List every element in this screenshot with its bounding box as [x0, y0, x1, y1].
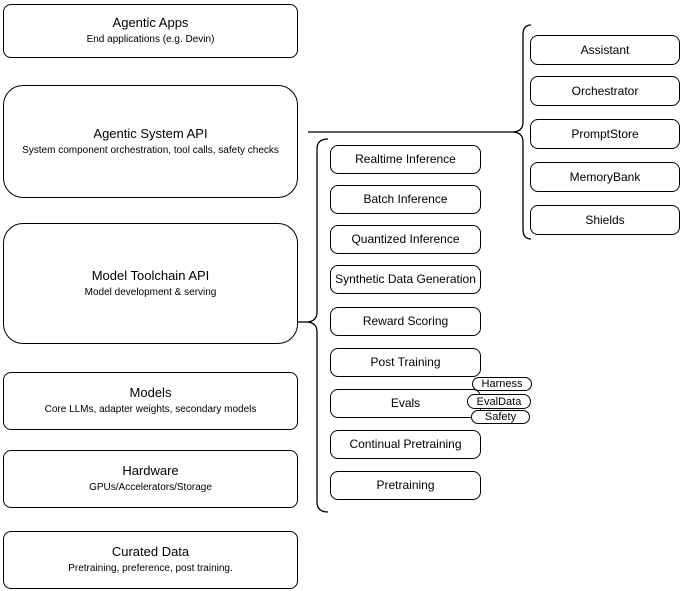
- node-evals: Evals: [330, 389, 481, 418]
- node-assistant: Assistant: [530, 35, 680, 65]
- node-reward-scoring: Reward Scoring: [330, 307, 481, 336]
- node-label: Realtime Inference: [355, 152, 456, 166]
- system-components-brace: [511, 24, 532, 240]
- node-quantized-inference: Quantized Inference: [330, 225, 481, 254]
- node-subtitle: GPUs/Accelerators/Storage: [89, 482, 212, 494]
- node-post-training: Post Training: [330, 348, 481, 377]
- node-label: Orchestrator: [571, 83, 639, 98]
- node-synthetic-data-generation: Synthetic Data Generation: [330, 265, 481, 294]
- node-label: MemoryBank: [569, 169, 641, 184]
- node-continual-pretraining: Continual Pretraining: [330, 430, 481, 459]
- node-title: Curated Data: [111, 544, 190, 560]
- node-models: Models Core LLMs, adapter weights, secon…: [3, 372, 298, 430]
- node-subtitle: Pretraining, preference, post training.: [68, 563, 233, 575]
- node-curated-data: Curated Data Pretraining, preference, po…: [3, 531, 298, 589]
- node-label: Assistant: [580, 42, 630, 57]
- node-shields: Shields: [530, 205, 680, 235]
- node-label: Quantized Inference: [351, 232, 460, 246]
- node-title: Model Toolchain API: [91, 267, 210, 283]
- node-hardware: Hardware GPUs/Accelerators/Storage: [3, 450, 298, 508]
- node-label: Pretraining: [376, 478, 435, 492]
- node-subtitle: Model development & serving: [84, 286, 217, 298]
- node-pretraining: Pretraining: [330, 471, 481, 500]
- node-label: Post Training: [370, 355, 441, 369]
- tag-label: Harness: [481, 378, 523, 390]
- node-title: Hardware: [122, 463, 179, 479]
- node-promptstore: PromptStore: [530, 119, 680, 149]
- node-label: PromptStore: [571, 126, 639, 141]
- tag-harness: Harness: [472, 377, 532, 391]
- node-label: Evals: [390, 396, 421, 410]
- node-label: Batch Inference: [363, 192, 448, 206]
- node-label: Reward Scoring: [362, 314, 449, 328]
- node-title: Agentic System API: [93, 125, 208, 141]
- tag-label: EvalData: [476, 395, 522, 408]
- tag-evaldata: EvalData: [467, 394, 531, 409]
- node-title: Models: [129, 385, 172, 401]
- node-orchestrator: Orchestrator: [530, 76, 680, 106]
- node-subtitle: Core LLMs, adapter weights, secondary mo…: [44, 404, 257, 416]
- node-batch-inference: Batch Inference: [330, 185, 481, 214]
- node-memorybank: MemoryBank: [530, 162, 680, 192]
- node-agentic-apps: Agentic Apps End applications (e.g. Devi…: [3, 4, 298, 58]
- node-model-toolchain-api: Model Toolchain API Model development & …: [3, 223, 298, 344]
- node-title: Agentic Apps: [112, 15, 189, 31]
- toolchain-brace: [305, 138, 329, 513]
- node-realtime-inference: Realtime Inference: [330, 145, 481, 174]
- node-label: Continual Pretraining: [349, 437, 462, 451]
- tag-label: Safety: [484, 411, 517, 423]
- node-agentic-system-api: Agentic System API System component orch…: [3, 85, 298, 198]
- node-label: Shields: [585, 212, 625, 227]
- node-label: Synthetic Data Generation: [335, 272, 476, 286]
- tag-safety: Safety: [471, 410, 530, 424]
- node-subtitle: End applications (e.g. Devin): [86, 34, 215, 46]
- node-subtitle: System component orchestration, tool cal…: [22, 144, 279, 156]
